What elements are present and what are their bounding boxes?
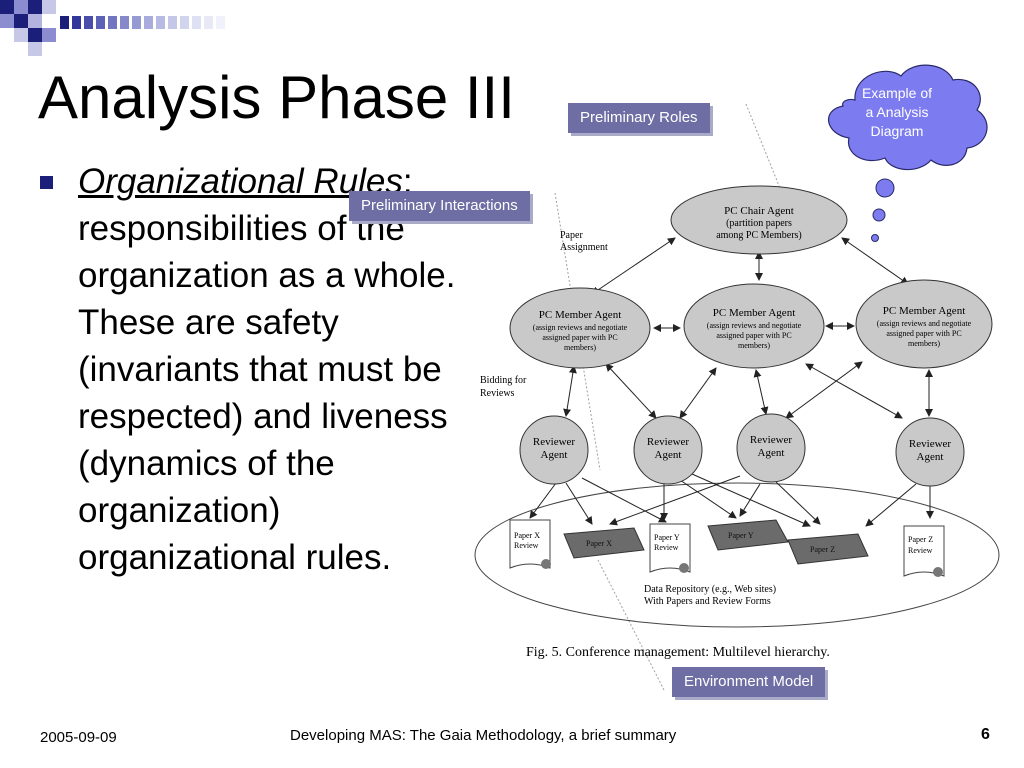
footer-title: Developing MAS: The Gaia Methodology, a … <box>290 727 677 744</box>
svg-text:Agent: Agent <box>655 449 682 461</box>
svg-text:Paper Z: Paper Z <box>908 535 933 544</box>
svg-text:assigned paper with PC: assigned paper with PC <box>716 331 791 340</box>
review-form-z-icon <box>903 525 945 577</box>
cloud-line-1: Example of <box>861 85 933 101</box>
pc-chair-agent <box>670 185 848 255</box>
page-number: 6 <box>981 726 990 743</box>
bullet-text: Organizational Rules: responsibilities o… <box>78 158 458 581</box>
svg-text:among PC Members): among PC Members) <box>716 230 802 241</box>
svg-text:Data Repository (e.g., Web sit: Data Repository (e.g., Web sites) <box>644 584 776 595</box>
svg-text:(assign reviews and negotiate: (assign reviews and negotiate <box>877 319 972 328</box>
svg-text:Agent: Agent <box>541 449 568 461</box>
callout-environment-model: Environment Model <box>672 667 826 697</box>
svg-text:assigned paper with PC: assigned paper with PC <box>542 333 617 342</box>
svg-text:Reviewer: Reviewer <box>533 436 575 448</box>
svg-text:Assignment: Assignment <box>560 242 608 253</box>
reviewer-agent-4 <box>895 417 965 487</box>
svg-text:Reviewer: Reviewer <box>750 434 792 446</box>
svg-text:PC Member Agent: PC Member Agent <box>539 309 622 321</box>
cloud-text: Example of a Analysis Diagram <box>843 84 951 141</box>
thought-cloud <box>827 64 988 242</box>
svg-text:Paper X: Paper X <box>586 539 612 548</box>
bullet-description: responsibilities of the organization as … <box>78 209 456 577</box>
svg-text:Reviews: Reviews <box>480 388 515 399</box>
pc-member-agent-right <box>855 279 993 369</box>
cloud-line-2: a Analysis <box>865 104 929 120</box>
reviewer-agent-3 <box>736 413 806 483</box>
decorative-squares <box>0 0 225 56</box>
svg-text:Reviewer: Reviewer <box>909 438 951 450</box>
svg-text:(assign reviews and negotiate: (assign reviews and negotiate <box>707 321 802 330</box>
svg-text:Review: Review <box>514 541 539 550</box>
bullet-marker <box>40 176 53 189</box>
svg-text:Paper Z: Paper Z <box>810 545 835 554</box>
paper-x-book-icon <box>563 527 645 559</box>
pc-member-agent-left <box>509 287 651 369</box>
svg-text:Review: Review <box>908 546 933 555</box>
svg-text:Paper X: Paper X <box>514 531 540 540</box>
svg-text:(partition papers: (partition papers <box>726 218 792 229</box>
paper-y-book-icon <box>707 519 789 551</box>
svg-text:members): members) <box>564 343 596 352</box>
reviewer-agent-1 <box>519 415 589 485</box>
svg-text:Review: Review <box>654 543 679 552</box>
svg-text:PC Chair Agent: PC Chair Agent <box>724 205 794 217</box>
svg-text:members): members) <box>738 341 770 350</box>
svg-text:Bidding for: Bidding for <box>480 375 527 386</box>
svg-text:members): members) <box>908 339 940 348</box>
svg-text:Agent: Agent <box>758 447 785 459</box>
svg-text:Agent: Agent <box>917 451 944 463</box>
svg-text:Paper: Paper <box>560 230 583 241</box>
svg-text:assigned paper with PC: assigned paper with PC <box>886 329 961 338</box>
cloud-line-3: Diagram <box>870 123 924 139</box>
review-form-y-icon <box>649 523 691 573</box>
bullet-term: Organizational Rules <box>78 162 403 201</box>
svg-text:Paper Y: Paper Y <box>654 533 680 542</box>
analysis-diagram: PC Chair Agent (partition papers among P… <box>474 185 1000 660</box>
environment-ellipse <box>474 482 1000 628</box>
footer-date: 2005-09-09 <box>40 729 117 746</box>
svg-text:(assign reviews and negotiate: (assign reviews and negotiate <box>533 323 628 332</box>
review-form-x-icon <box>509 519 551 569</box>
svg-text:Paper Y: Paper Y <box>728 531 754 540</box>
paper-z-book-icon <box>787 533 869 565</box>
svg-text:With Papers and Review Forms: With Papers and Review Forms <box>644 596 771 607</box>
svg-text:PC Member Agent: PC Member Agent <box>713 307 796 319</box>
slide-title: Analysis Phase III <box>38 64 515 131</box>
figure-caption: Fig. 5. Conference management: Multileve… <box>526 645 830 660</box>
svg-text:Reviewer: Reviewer <box>647 436 689 448</box>
callout-preliminary-interactions: Preliminary Interactions <box>349 191 530 221</box>
callout-preliminary-roles: Preliminary Roles <box>568 103 710 133</box>
reviewer-agent-2 <box>633 415 703 485</box>
bullet-colon: : <box>402 162 413 201</box>
pc-member-agent-center <box>683 283 825 369</box>
svg-text:PC Member Agent: PC Member Agent <box>883 305 966 317</box>
